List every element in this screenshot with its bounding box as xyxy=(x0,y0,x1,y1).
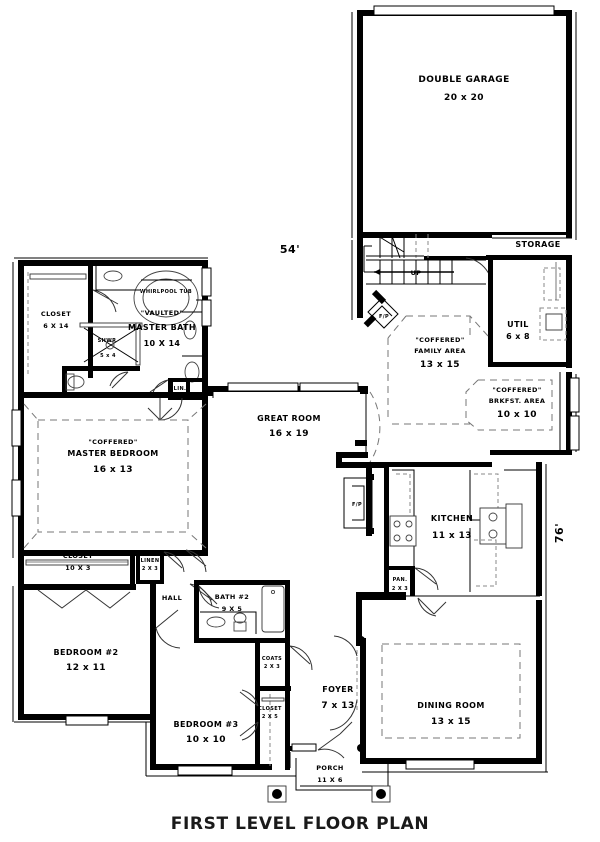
room-label-double-garage: DOUBLE GARAGE xyxy=(418,75,509,85)
room-size-mb-closet: 10 X 3 xyxy=(65,564,91,572)
porch: PORCH 11 X 6 xyxy=(267,758,391,803)
room-label-storage: STORAGE xyxy=(515,240,560,249)
room-label-hall: HALL xyxy=(162,594,182,602)
whirlpool-tub: WHIRLPOOL TUB xyxy=(133,270,199,326)
linen-closet-b-size: 2 X 3 xyxy=(142,566,158,572)
staircase: UP xyxy=(357,232,486,285)
master-bedroom-coffered-label: "COFFERED" xyxy=(88,438,137,446)
pantry-label: PAN. xyxy=(393,577,408,583)
shower-stall: SHWR 5 x 4 xyxy=(79,322,143,366)
connecting-walls xyxy=(202,240,493,468)
room-label-master-bedroom: MASTER BEDROOM xyxy=(67,449,158,458)
storage-area: STORAGE xyxy=(424,232,572,260)
coats-closet: COATS 2 X 3 xyxy=(255,642,313,691)
breakfast-coffered-label: "COFFERED" xyxy=(492,386,541,394)
pantry: PAN. 2 X 3 xyxy=(384,566,447,617)
room-size-dining-room: 13 x 15 xyxy=(431,717,471,727)
room-label-bedroom-3: BEDROOM #3 xyxy=(174,720,239,729)
bath-2: BATH #2 9 X 5 xyxy=(194,580,290,643)
room-size-master-bath: 10 X 14 xyxy=(144,339,181,348)
linen-closet-b-label: LINEN xyxy=(141,558,160,564)
room-size-master-bedroom: 16 x 13 xyxy=(93,465,133,475)
whirlpool-tub-label-line1: WHIRLPOOL TUB xyxy=(140,289,192,295)
room-size-master-closet: 6 X 14 xyxy=(43,322,69,330)
coats-closet-label: COATS xyxy=(262,656,282,662)
room-label-brkfst-area: BRKFST. AREA xyxy=(489,397,546,405)
room-size-util: 6 x 8 xyxy=(506,332,530,341)
room-label-bedroom-2: BEDROOM #2 xyxy=(54,648,119,657)
room-size-great-room: 16 x 19 xyxy=(269,429,309,439)
room-label-family-area: FAMILY AREA xyxy=(414,347,466,355)
room-label-master-bath-1: MASTER BATH xyxy=(128,323,196,332)
bed3-closet-label: CLOSET xyxy=(258,706,282,712)
stairs-direction-label: UP xyxy=(411,269,422,277)
shower-size: 5 x 4 xyxy=(100,353,116,359)
room-label-bath-2: BATH #2 xyxy=(215,593,249,601)
room-label-master-closet: CLOSET xyxy=(41,310,71,318)
master-closet: CLOSET 6 X 14 xyxy=(27,266,119,378)
kitchen: KITCHEN 11 x 13 xyxy=(356,462,547,600)
room-label-great-room: GREAT ROOM xyxy=(257,414,321,423)
fireplace-label-great-room: F/P xyxy=(352,502,362,508)
breakfast-area: "COFFERED" BRKFST. AREA 10 x 10 xyxy=(465,372,580,455)
room-size-foyer: 7 x 13 xyxy=(321,701,354,711)
room-label-kitchen: KITCHEN xyxy=(431,514,473,523)
room-size-kitchen: 11 x 13 xyxy=(432,531,472,541)
dining-room: DINING ROOM 13 x 15 xyxy=(356,600,548,773)
room-size-porch: 11 X 6 xyxy=(317,776,343,784)
room-size-bedroom-2: 12 x 11 xyxy=(66,663,106,673)
utility-room: UTIL 6 x 8 xyxy=(465,257,572,368)
shower-label: SHWR xyxy=(98,338,117,344)
fireplace-family: F/P xyxy=(363,289,399,329)
garage-block: DOUBLE GARAGE 20 x 20 xyxy=(351,5,577,240)
bedroom-3-closet: CLOSET 2 X 5 xyxy=(239,689,290,770)
pantry-size: 2 X 3 xyxy=(392,586,408,592)
room-label-mb-closet: CLOSET xyxy=(63,552,93,560)
room-size-bedroom-3: 10 x 10 xyxy=(186,735,226,745)
room-size-double-garage: 20 x 20 xyxy=(444,93,484,103)
linen-closet-a-label: LIN. xyxy=(174,386,187,392)
room-label-foyer: FOYER xyxy=(322,685,353,694)
fireplace-label-family: F/P xyxy=(379,314,389,320)
master-bath-vaulted-label: "VAULTED" xyxy=(141,309,183,317)
room-label-util: UTIL xyxy=(507,320,529,329)
room-size-bath-2: 9 X 5 xyxy=(222,605,243,613)
fireplace-great-room: F/P xyxy=(343,462,374,536)
bed3-closet-size: 2 X 5 xyxy=(262,714,278,720)
room-label-porch: PORCH xyxy=(316,764,344,772)
room-size-family-area: 13 x 15 xyxy=(420,360,460,370)
room-size-brkfst-area: 10 x 10 xyxy=(497,410,537,420)
family-area: "COFFERED" FAMILY AREA 13 x 15 xyxy=(387,315,489,425)
page-title: FIRST LEVEL FLOOR PLAN xyxy=(170,814,430,834)
coats-closet-size: 2 X 3 xyxy=(264,664,280,670)
overall-depth-dimension: 76' xyxy=(553,523,566,543)
master-bedroom: "COFFERED" MASTER BEDROOM 16 x 13 xyxy=(11,392,208,573)
family-area-coffered-label: "COFFERED" xyxy=(415,336,464,344)
overall-width-dimension: 54' xyxy=(280,243,300,256)
room-label-dining-room: DINING ROOM xyxy=(417,701,484,710)
